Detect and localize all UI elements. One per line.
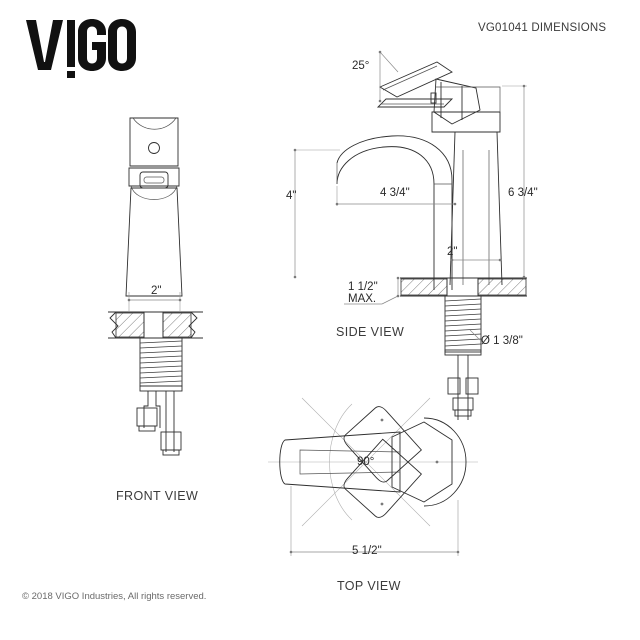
front-supply-lines — [136, 391, 182, 456]
dim-spout-reach — [335, 186, 457, 206]
front-threaded-shank — [139, 337, 183, 392]
dim-handle-angle — [378, 50, 399, 103]
dim-label-handle-swivel: 90° — [357, 456, 375, 468]
dim-label-overall-height: 6 3/4" — [508, 187, 538, 199]
side-spout — [336, 135, 453, 290]
document-title: VG01041 DIMENSIONS — [478, 22, 607, 34]
top-view-drawing — [268, 397, 478, 556]
dim-deck-thickness — [344, 276, 400, 305]
deck-thickness-max: MAX. — [348, 293, 377, 305]
dim-label-spout-height: 4" — [286, 190, 297, 202]
side-handle-hub — [430, 78, 501, 133]
copyright-notice: © 2018 VIGO Industries, All rights reser… — [22, 591, 207, 602]
dim-shank-diameter — [469, 329, 481, 341]
side-supply-stem — [447, 355, 479, 420]
side-body-column — [449, 131, 503, 286]
dim-label-deck-thickness: 1 1/2" MAX. — [348, 281, 378, 305]
side-view-drawing — [293, 50, 527, 420]
dim-label-body-depth: 2" — [447, 246, 458, 258]
front-counter-section — [108, 311, 203, 339]
dim-label-handle-angle: 25° — [352, 60, 370, 72]
caption-side-view: SIDE VIEW — [336, 325, 405, 339]
dim-front-width — [127, 292, 182, 312]
dim-spout-height — [293, 148, 340, 279]
dim-body-depth — [450, 258, 502, 262]
dim-label-top-span: 5 1/2" — [352, 545, 382, 557]
dim-label-spout-reach: 4 3/4" — [380, 187, 410, 199]
caption-front-view: FRONT VIEW — [116, 489, 199, 503]
dim-overall-height — [502, 84, 527, 279]
side-counter-section — [400, 277, 527, 297]
side-handle — [376, 61, 454, 108]
vigo-logo — [26, 19, 136, 78]
caption-top-view: TOP VIEW — [337, 579, 401, 593]
dim-top-span — [289, 486, 460, 556]
dim-label-shank-diameter: Ø 1 3/8" — [481, 335, 523, 347]
dim-label-front-width: 2" — [151, 285, 162, 297]
side-threaded-shank — [444, 295, 482, 356]
deck-thickness-value: 1 1/2" — [348, 281, 378, 293]
front-view-drawing — [108, 117, 203, 456]
